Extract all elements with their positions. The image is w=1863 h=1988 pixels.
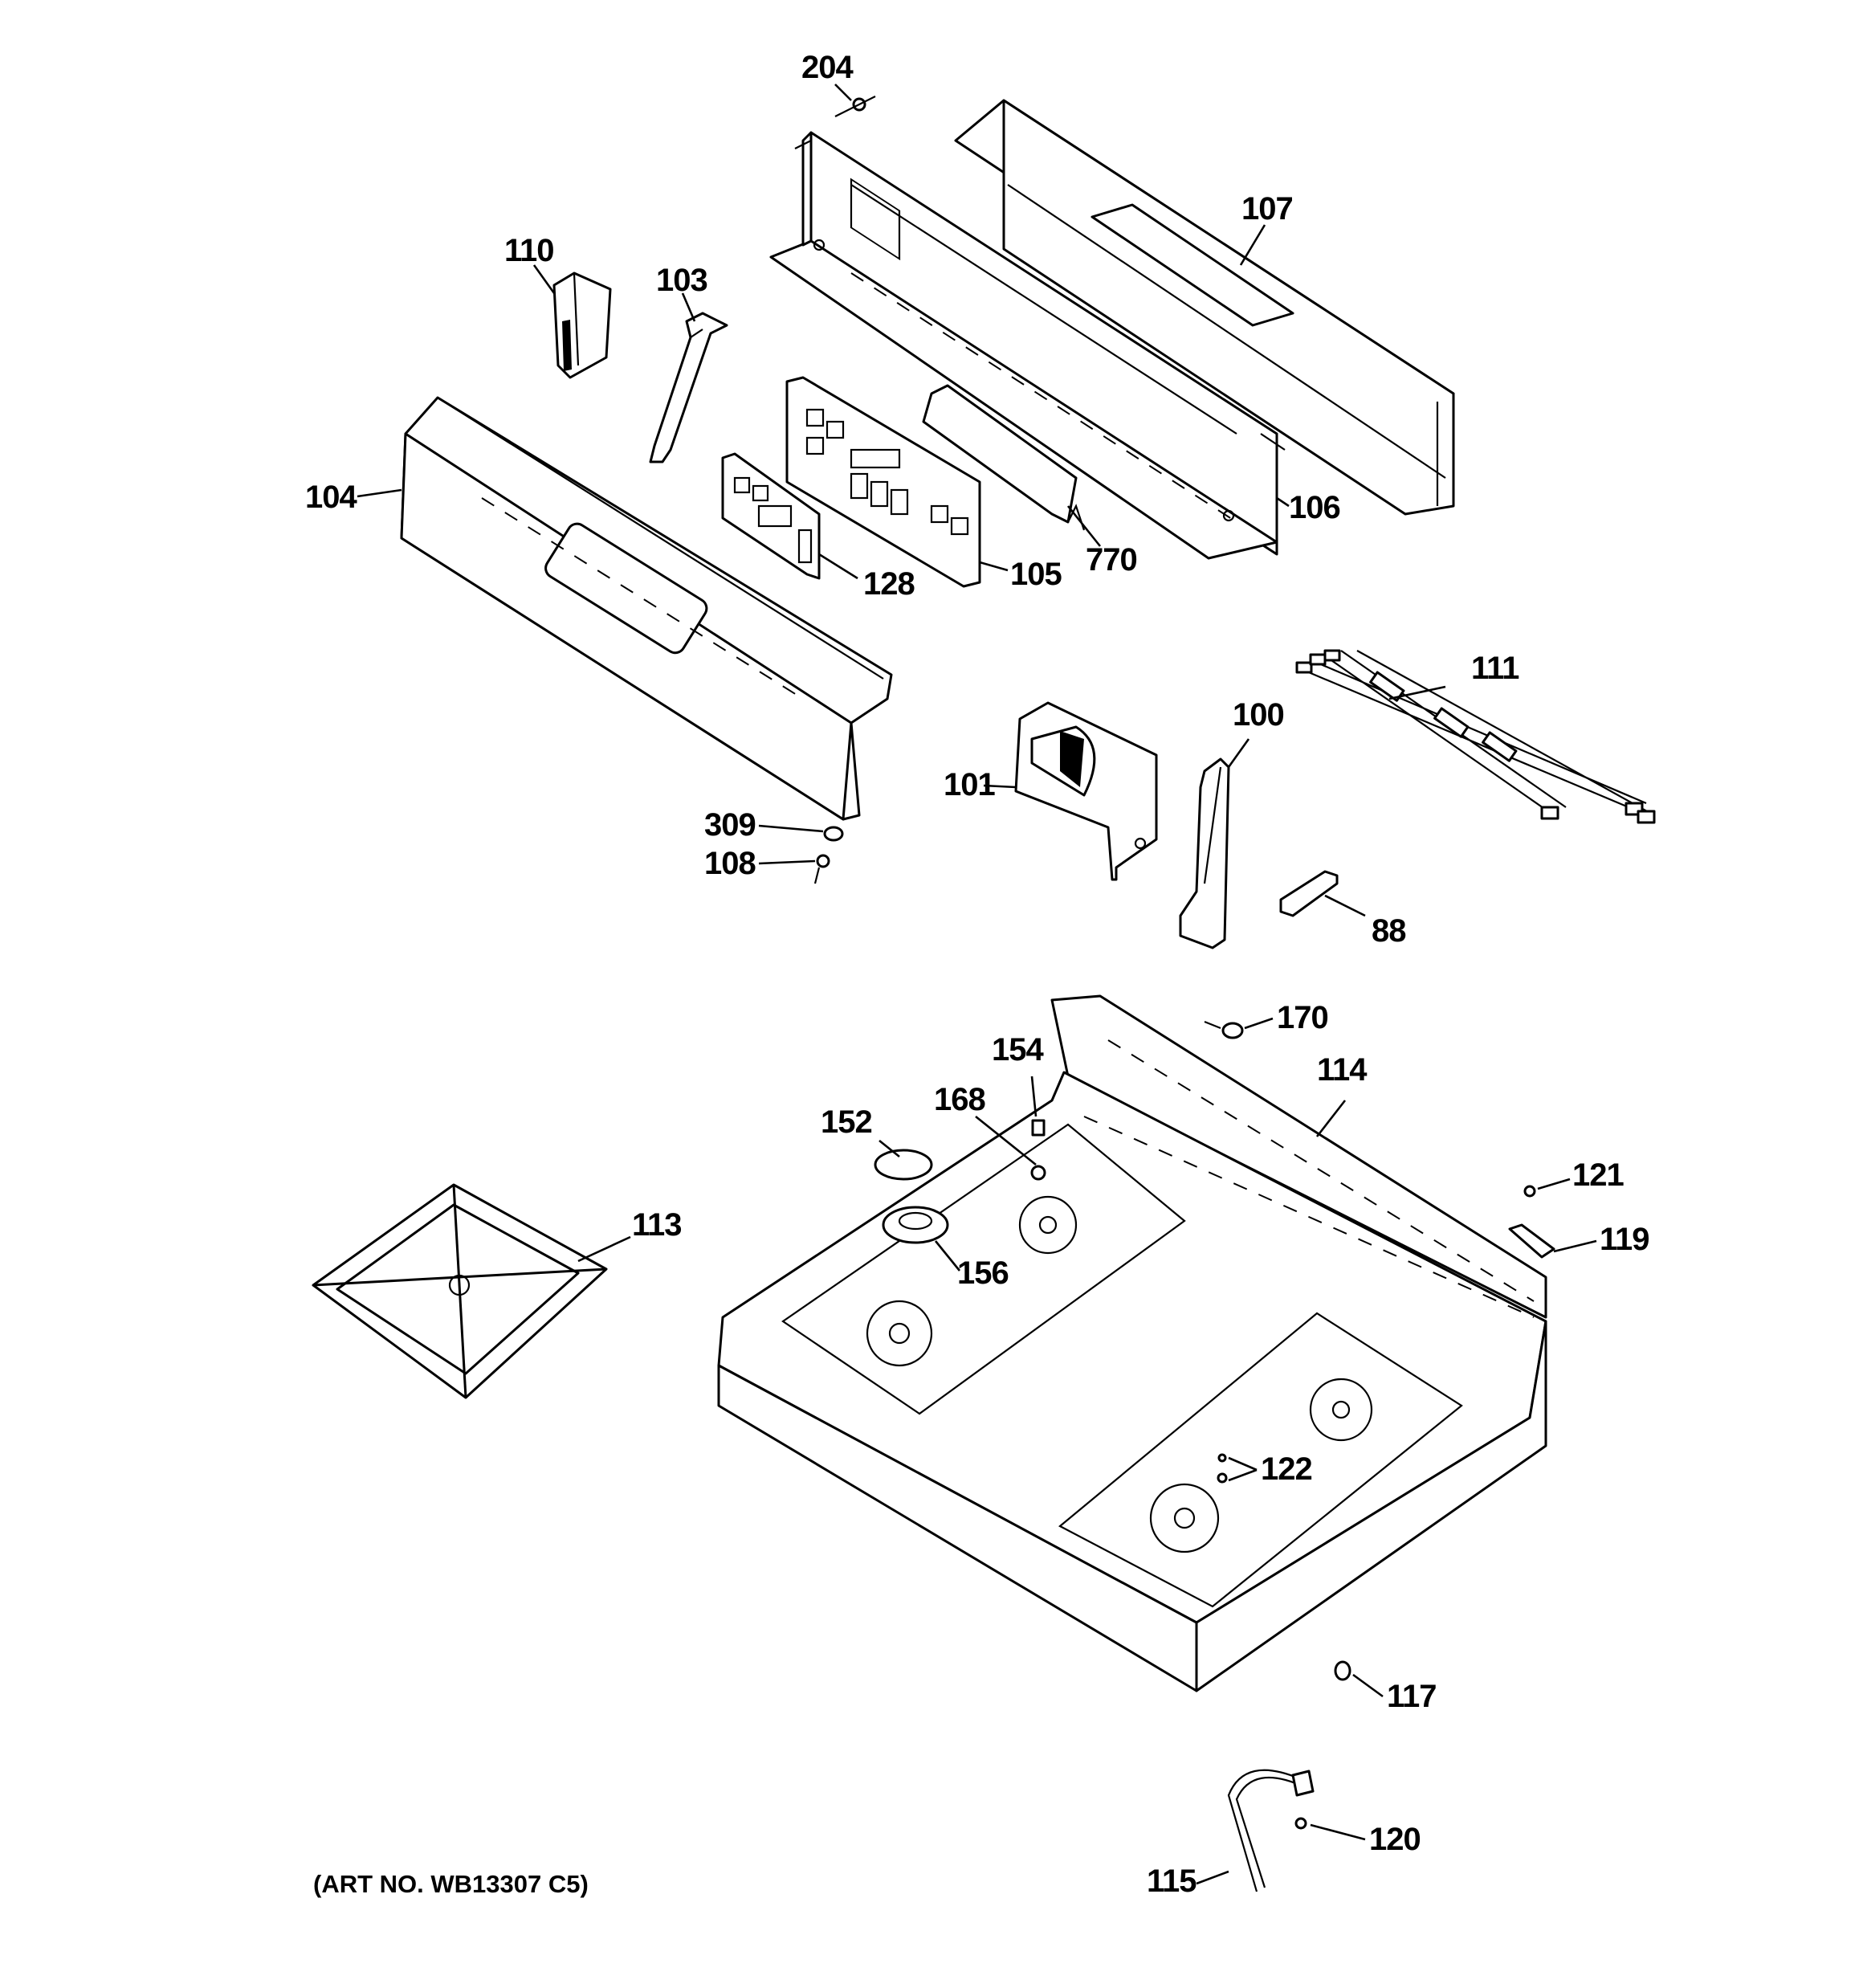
callout-104: 104 (305, 480, 357, 515)
touch-overlay-128 (721, 452, 821, 580)
callout-122: 122 (1261, 1451, 1312, 1487)
callout-105: 105 (1010, 557, 1062, 592)
callout-770: 770 (1086, 542, 1137, 578)
manifold-bracket-101 (1014, 701, 1158, 881)
callout-168: 168 (934, 1082, 985, 1117)
rear-panel-106 (769, 131, 1286, 560)
callout-108: 108 (704, 846, 756, 881)
callout-154: 154 (992, 1032, 1044, 1067)
callout-111: 111 (1471, 651, 1519, 686)
callout-113: 113 (632, 1207, 682, 1243)
callout-110: 110 (504, 233, 554, 268)
callout-121: 121 (1572, 1157, 1624, 1193)
callout-107: 107 (1241, 191, 1293, 227)
callout-100: 100 (1233, 697, 1284, 733)
callout-114: 114 (1317, 1052, 1368, 1088)
callout-204: 204 (801, 50, 854, 85)
screws-122 (1217, 1453, 1228, 1484)
callout-labels: 204 107 110 103 104 106 770 128 105 111 … (305, 50, 1650, 1899)
screw-120 (1294, 1817, 1307, 1830)
tube-115 (1227, 1769, 1315, 1892)
igniter-168 (1030, 1165, 1046, 1181)
callout-117: 117 (1387, 1679, 1437, 1714)
bracket-119 (1508, 1223, 1555, 1259)
bracket-110 (552, 271, 612, 379)
callout-106: 106 (1289, 490, 1340, 525)
callout-101: 101 (944, 767, 995, 802)
callout-115: 115 (1147, 1863, 1196, 1899)
burner-cap-152 (874, 1149, 933, 1181)
screw-121 (1523, 1185, 1536, 1198)
spark-electrode-154 (1031, 1119, 1046, 1137)
cooktop-114 (717, 994, 1547, 1692)
callout-103: 103 (656, 263, 707, 298)
washer-309 (823, 826, 844, 842)
burner-head-156 (882, 1206, 949, 1244)
art-number-caption: (ART NO. WB13307 C5) (313, 1870, 589, 1898)
screw-170 (1204, 1020, 1244, 1039)
side-trim-100 (1179, 757, 1230, 949)
control-panel-104 (400, 396, 893, 821)
callout-152: 152 (821, 1104, 872, 1140)
clip-88 (1279, 870, 1339, 917)
control-board-105 (785, 376, 981, 588)
callout-120: 120 (1369, 1822, 1421, 1857)
top-cap-107 (954, 99, 1455, 516)
wire-harness-111 (1295, 649, 1656, 824)
callout-128: 128 (863, 566, 915, 602)
callout-119: 119 (1600, 1222, 1649, 1257)
screw-204 (834, 96, 876, 117)
callout-88: 88 (1372, 913, 1406, 949)
grate-113 (312, 1183, 608, 1399)
callout-309: 309 (704, 807, 756, 843)
leader-lines (357, 84, 1597, 1885)
rail-103 (649, 312, 728, 463)
nut-117 (1334, 1660, 1351, 1681)
callout-156: 156 (957, 1255, 1009, 1291)
screw-108 (813, 854, 830, 884)
callout-170: 170 (1277, 1000, 1328, 1035)
